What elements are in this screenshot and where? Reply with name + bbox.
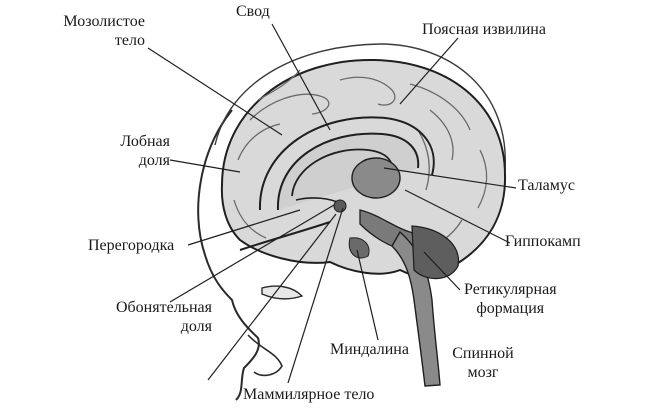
label-olfactory-line1: Обонятельная bbox=[115, 299, 212, 316]
leader-septum bbox=[187, 209, 301, 246]
amygdala-shape bbox=[348, 237, 370, 259]
leader-lines bbox=[147, 23, 517, 384]
label-spinal-line2: мозг bbox=[467, 364, 499, 381]
fornix-band bbox=[291, 148, 394, 197]
label-frontal-lobe-line1: Лобная bbox=[120, 133, 170, 150]
leader-hippocampus bbox=[404, 189, 511, 244]
nose-outline bbox=[247, 334, 283, 377]
label-reticular-line2: формация bbox=[476, 300, 545, 317]
leader-corpus-callosum bbox=[147, 47, 283, 136]
label-reticular-formation: Ретикулярная формация bbox=[464, 280, 557, 318]
leader-thalamus bbox=[383, 167, 517, 189]
label-corpus-callosum-line1: Мозолистое bbox=[63, 13, 145, 30]
label-corpus-callosum: Мозолистое тело bbox=[45, 12, 145, 50]
label-reticular-line1: Ретикулярная bbox=[464, 281, 557, 298]
eye-outline bbox=[261, 285, 304, 300]
label-septum: Перегородка bbox=[88, 237, 175, 254]
mammillary-body bbox=[333, 199, 347, 213]
label-olfactory-line2: доля bbox=[180, 318, 212, 335]
label-corpus-callosum-line2: тело bbox=[114, 32, 145, 49]
label-fornix: Свод bbox=[236, 3, 270, 20]
skull-outline bbox=[214, 43, 506, 171]
leader-frontal-lobe bbox=[169, 159, 241, 173]
leader-olfactory bbox=[169, 204, 335, 303]
label-cingulate-gyrus: Поясная извилина bbox=[422, 21, 546, 38]
label-spinal-cord: Спинной мозг bbox=[438, 344, 528, 382]
label-frontal-lobe: Лобная доля bbox=[90, 132, 170, 170]
leader-fornix bbox=[271, 23, 331, 131]
label-olfactory-lobe: Обонятельная доля bbox=[92, 298, 212, 336]
label-hippocampus: Гиппокамп bbox=[505, 233, 581, 250]
head-outline bbox=[197, 109, 260, 401]
leader-cingulate bbox=[399, 37, 459, 105]
leader-mammillary bbox=[287, 207, 344, 384]
label-frontal-lobe-line2: доля bbox=[138, 152, 170, 169]
label-thalamus: Таламус bbox=[518, 177, 575, 194]
cerebellum bbox=[411, 225, 460, 280]
leader-amygdala-1 bbox=[356, 249, 379, 341]
leader-reticular bbox=[423, 251, 461, 291]
thalamus-shape bbox=[351, 157, 401, 199]
brainstem bbox=[391, 230, 441, 387]
callosum-band bbox=[276, 132, 420, 211]
cingulate-band bbox=[258, 116, 435, 211]
label-mammillary-body: Маммилярное тело bbox=[243, 386, 375, 403]
olfactory-tract bbox=[239, 221, 331, 251]
leader-extra bbox=[207, 213, 337, 381]
label-amygdala: Миндалина bbox=[330, 341, 409, 358]
label-spinal-line1: Спинной bbox=[452, 345, 514, 362]
